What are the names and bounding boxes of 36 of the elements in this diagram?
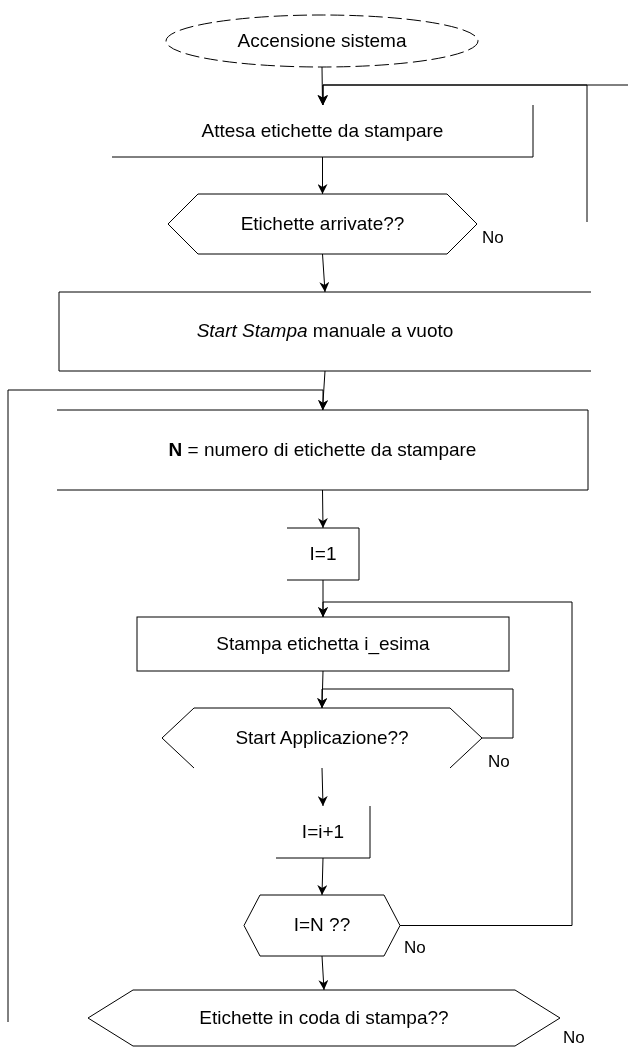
process-box bbox=[287, 528, 359, 580]
process-box bbox=[59, 292, 591, 371]
arrow bbox=[317, 688, 514, 739]
step-text: Start Applicazione?? bbox=[235, 727, 409, 749]
arrow bbox=[317, 156, 328, 195]
process-box bbox=[276, 806, 370, 858]
branch-label: No bbox=[404, 938, 426, 958]
step-text: Etichette arrivate?? bbox=[240, 213, 405, 235]
step-text: Start Stampa manuale a vuoto bbox=[196, 321, 454, 342]
decision-hexagon bbox=[244, 895, 400, 956]
branch-label: No bbox=[563, 1028, 585, 1048]
step-text: Accensione sistema bbox=[237, 30, 407, 52]
arrow bbox=[317, 489, 328, 529]
branch-label: No bbox=[488, 752, 510, 772]
process-box bbox=[137, 617, 509, 671]
arrow bbox=[317, 767, 328, 807]
step-text: I=1 bbox=[309, 543, 337, 565]
decision-hexagon bbox=[168, 194, 477, 254]
arrow bbox=[319, 253, 330, 293]
step-text: Stampa etichetta i_esima bbox=[216, 633, 430, 655]
step-text: N = numero di etichette da stampare bbox=[168, 439, 477, 461]
decision-hexagon bbox=[88, 990, 560, 1046]
process-box bbox=[112, 105, 533, 157]
step-text: I=i+1 bbox=[301, 821, 345, 843]
step-text: Attesa etichette da stampare bbox=[201, 120, 444, 142]
arrow bbox=[317, 857, 328, 896]
step-text: Etichette in coda di stampa?? bbox=[199, 1007, 449, 1029]
terminal-ellipse bbox=[166, 15, 478, 67]
arrow bbox=[317, 66, 328, 106]
process-box bbox=[57, 410, 588, 490]
branch-label: No bbox=[482, 228, 504, 248]
arrow bbox=[318, 84, 628, 106]
arrow bbox=[7, 389, 328, 1023]
step-text: I=N ?? bbox=[293, 915, 351, 936]
arrow bbox=[318, 955, 329, 991]
arrow bbox=[318, 601, 573, 926]
